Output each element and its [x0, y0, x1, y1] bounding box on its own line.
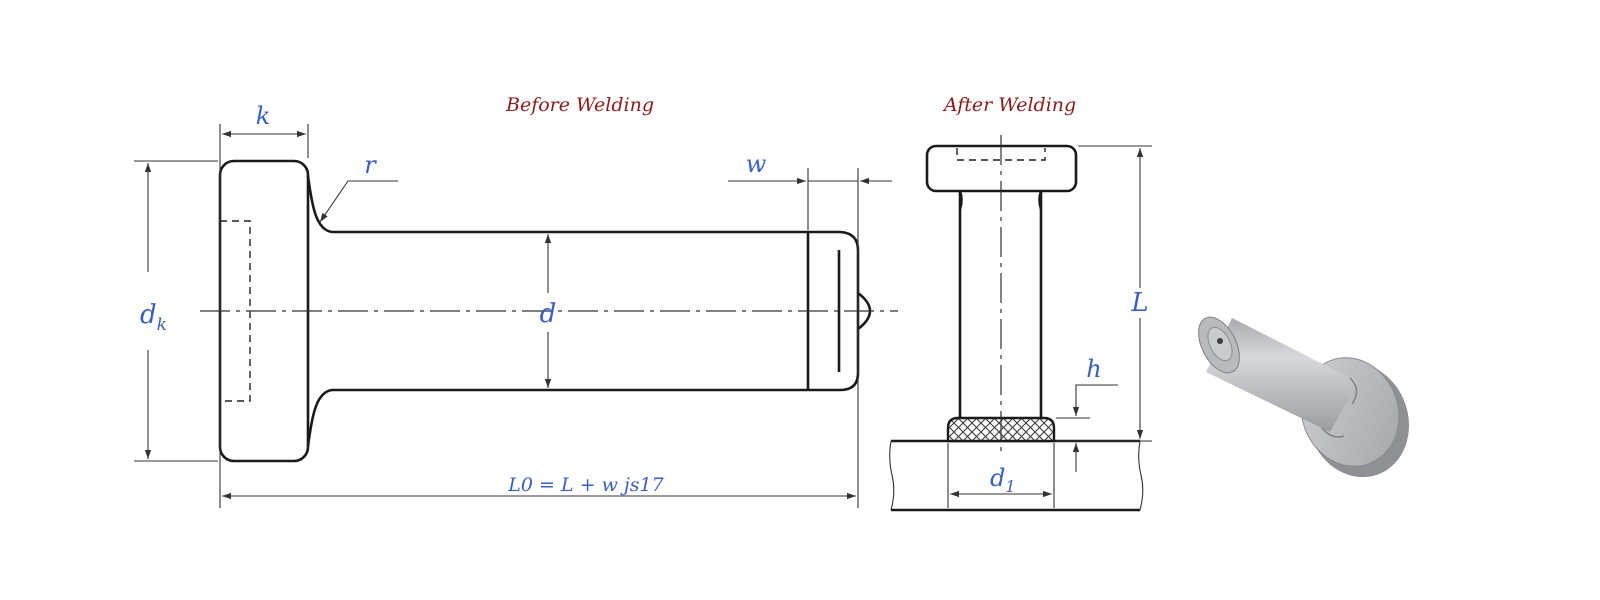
h-label: h — [1086, 355, 1101, 383]
before-welding-view: Before Welding k r w dk d L0 = L + w js1… — [134, 94, 898, 508]
before-welding-title: Before Welding — [505, 94, 654, 116]
r-label: r — [364, 151, 377, 179]
length-formula-label: L0 = L + w js17 — [507, 474, 664, 496]
h-dimension-arrow-top — [1072, 384, 1118, 416]
k-label: k — [256, 102, 271, 130]
w-label: w — [746, 150, 767, 178]
render-shank — [1206, 318, 1358, 432]
after-welding-view: After Welding L h d1 — [889, 94, 1152, 512]
d1-label: d1 — [990, 464, 1016, 496]
after-hidden-recess — [956, 148, 1046, 161]
d-label: d — [540, 299, 557, 329]
stud-3d-render — [1198, 316, 1410, 478]
L-label: L — [1130, 288, 1148, 318]
render-weld-tip — [1217, 338, 1223, 344]
base-plate-break-right — [1138, 440, 1144, 511]
dk-label: dk — [140, 300, 167, 335]
r-leader — [319, 180, 398, 223]
after-welding-title: After Welding — [942, 94, 1076, 116]
base-plate-break-left — [889, 440, 895, 511]
